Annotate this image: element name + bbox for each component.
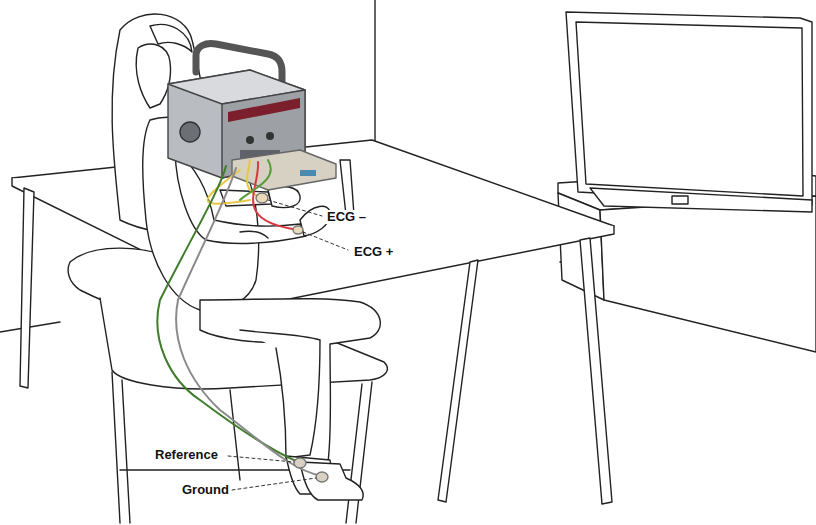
leader-lines xyxy=(228,200,348,490)
signal-label: ECG + xyxy=(352,245,395,259)
signal-label: Reference xyxy=(153,448,220,462)
seated-participant xyxy=(112,14,380,500)
electrode-wires xyxy=(157,160,322,476)
signal-label: Ground xyxy=(180,483,231,497)
signal-label: ECG – xyxy=(325,210,368,224)
television xyxy=(566,12,812,212)
table xyxy=(12,140,614,504)
electrodes xyxy=(256,193,328,482)
